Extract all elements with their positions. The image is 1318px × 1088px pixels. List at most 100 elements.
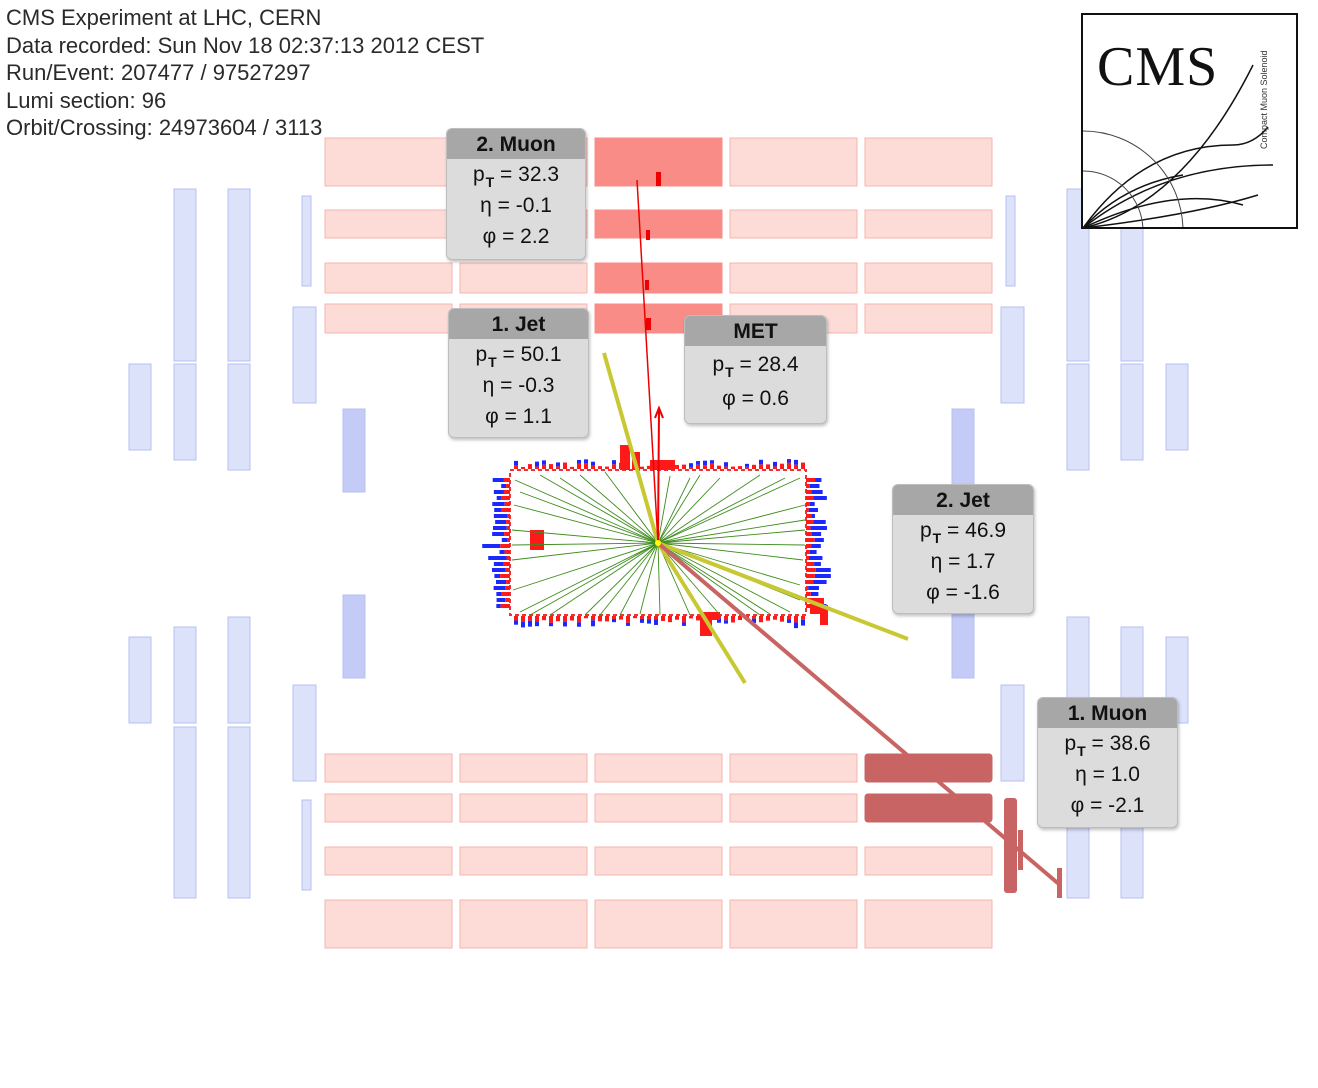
barrel-rpc-chambers [128, 188, 1189, 899]
rpc-chamber [227, 188, 251, 362]
track [519, 491, 659, 544]
rpc-chamber [173, 188, 197, 362]
rpc-chamber [173, 626, 197, 724]
ecal-tower [806, 484, 810, 488]
hcal-tower [496, 580, 507, 584]
ecal-tower [806, 490, 812, 494]
ecal-tower [584, 616, 588, 619]
hcal-tower [492, 502, 505, 506]
rpc-chamber [227, 616, 251, 724]
ecal-tower [668, 616, 672, 623]
met-line [657, 409, 660, 544]
hcal-tower [811, 514, 815, 518]
hcal-tower [752, 618, 756, 624]
ecal-tower [731, 616, 735, 623]
hcal-tower [814, 562, 821, 566]
ecal-tower [806, 550, 810, 554]
rpc-chamber [173, 726, 197, 899]
eta-row: η = 1.7 [930, 550, 996, 573]
rpc-chamber [128, 636, 152, 724]
hcal-tower [813, 520, 826, 524]
muon-1-hit [1057, 868, 1062, 898]
rpc-chamber [301, 195, 312, 287]
hcal-tower [794, 459, 798, 465]
hcal-tower [811, 532, 822, 536]
label-jet-2: 2. Jet pT = 46.9 η = 1.7 φ = -1.6 [892, 484, 1034, 614]
ecal-tower [682, 616, 686, 623]
muon-chamber [459, 753, 588, 783]
ecal-tower [806, 580, 814, 584]
rpc-chamber [1066, 363, 1090, 471]
phi-row: φ = 0.6 [722, 387, 789, 410]
hcal-tower [514, 620, 518, 625]
ecal-tower [806, 526, 811, 530]
muon-1-hit [1018, 830, 1023, 870]
hcal-tower [495, 520, 507, 524]
ecal-deposit [620, 445, 630, 470]
track [657, 542, 806, 546]
hcal-tower [514, 460, 518, 466]
track [657, 474, 701, 544]
track [519, 542, 659, 613]
cms-logo: CMS Compact Muon Solenoid [1081, 13, 1298, 229]
track [599, 542, 659, 616]
ecal-tower [675, 616, 679, 620]
hcal-tower [493, 562, 504, 566]
primary-vertex [655, 540, 661, 546]
ecal-tower [766, 616, 770, 621]
hcal-tower [640, 618, 644, 623]
hcal-tower [810, 592, 819, 596]
ecal-tower [503, 478, 510, 482]
rpc-chamber [292, 684, 317, 782]
hcal-tower [717, 618, 721, 623]
ecal-tower [619, 616, 623, 620]
hcal-tower [689, 463, 693, 467]
muon-chamber [594, 262, 723, 294]
track [619, 542, 659, 616]
hcal-tower [493, 490, 504, 494]
ecal-tower [605, 616, 609, 622]
hcal-tower [549, 622, 553, 627]
orbit-crossing: Orbit/Crossing: 24973604 / 3113 [6, 115, 323, 140]
ecal-tower [505, 586, 510, 590]
phi-row: φ = -1.6 [926, 581, 1000, 604]
track [511, 542, 659, 561]
ecal-tower [556, 466, 560, 469]
track [559, 477, 659, 544]
muon-chamber [594, 846, 723, 876]
muon-chamber [594, 137, 723, 187]
ecal-tower [612, 464, 616, 469]
track [657, 504, 806, 544]
ecal-tower [500, 496, 510, 500]
hcal-tower [801, 619, 805, 626]
ecal-tower [806, 538, 815, 542]
hcal-tower [612, 619, 616, 623]
muon-chamber [324, 899, 453, 949]
ecal-deposit [650, 460, 675, 470]
ecal-tower [506, 526, 510, 530]
ecal-tower [503, 562, 510, 566]
ecal-tower [801, 462, 805, 469]
hcal-tower [647, 619, 651, 624]
hcal-tower [809, 502, 815, 506]
hcal-tower [773, 461, 777, 467]
ecal-tower [806, 592, 811, 596]
rpc-chamber [227, 363, 251, 471]
muon-2-hit [645, 280, 649, 290]
muon-chamber [729, 846, 858, 876]
hcal-tower [501, 484, 507, 488]
rpc-chamber [1005, 195, 1016, 287]
ecal-tower [738, 466, 742, 469]
pt-row: pT = 50.1 [475, 343, 562, 370]
rpc-chamber [227, 726, 251, 899]
ecal-tower [806, 586, 809, 590]
ecal-tower [503, 490, 510, 494]
track [513, 504, 659, 544]
label-title: 2. Muon [447, 129, 585, 159]
muon-chamber [324, 209, 453, 239]
ecal-tower [563, 462, 567, 469]
rpc-chamber [292, 306, 317, 404]
logo-text: CMS [1097, 36, 1219, 98]
ecal-deposit [700, 612, 720, 620]
ecal-tower [521, 616, 525, 622]
